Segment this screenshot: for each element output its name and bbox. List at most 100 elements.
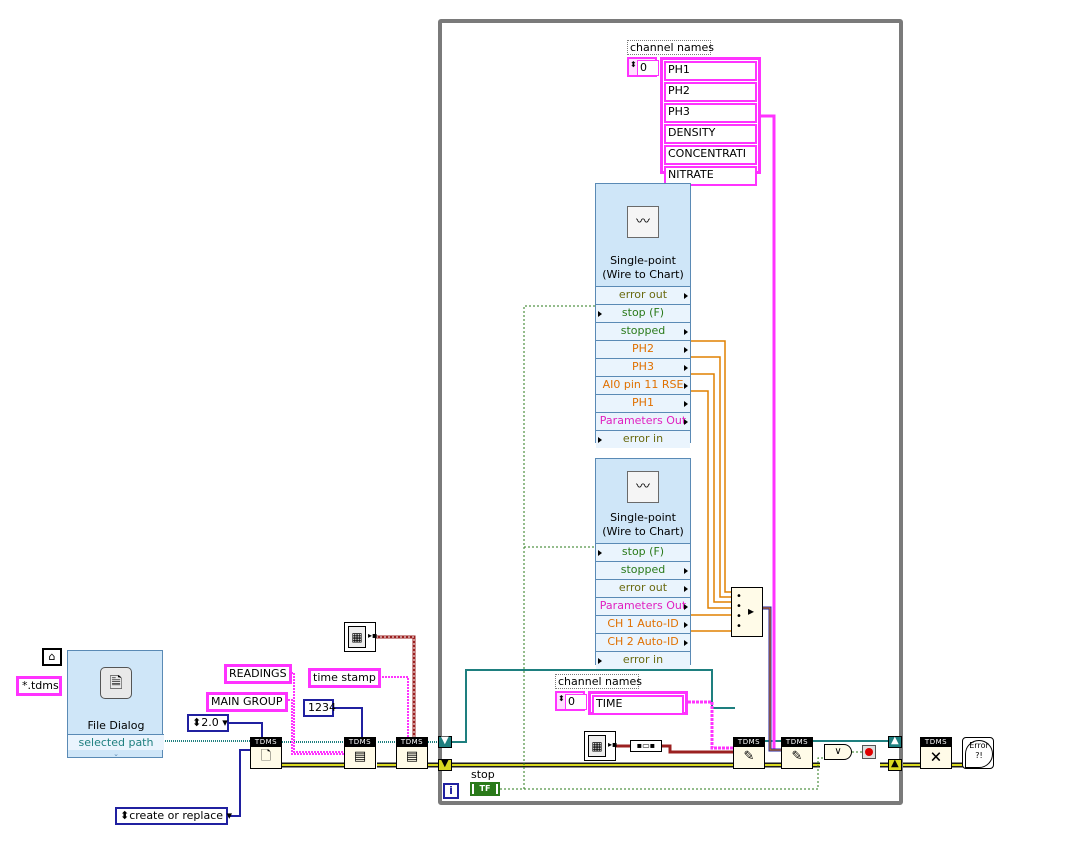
build-waveform-node[interactable]: ▪▭▪ (630, 740, 662, 752)
index-value[interactable]: 0 (637, 60, 659, 76)
channel-names-top-array[interactable]: PH1 PH2 PH3 DENSITY CONCENTRATI NITRATE (660, 57, 761, 186)
daq-assistant-icon: 〰 (627, 206, 659, 238)
or-function[interactable]: ∨ (824, 744, 852, 760)
error-in-tunnel[interactable]: ▼ (438, 758, 452, 771)
clock-calendar-icon: ▦ (348, 626, 366, 648)
get-date-time-function[interactable]: ▦ ▸▪ (344, 622, 378, 652)
tdms-close-header: TDMS (921, 738, 951, 747)
terminal-ch2-auto-id[interactable]: CH 2 Auto-ID (596, 633, 690, 651)
terminal-ph3[interactable]: PH3 (596, 358, 690, 376)
array-element[interactable]: DENSITY (664, 124, 757, 144)
file-dialog-title: File Dialog (87, 719, 145, 732)
tdms-open-header: TDMS (251, 738, 281, 747)
close-file-icon: 🗙 (931, 749, 941, 764)
channel-names-bottom-index[interactable]: ⬍ 0 (555, 691, 587, 711)
build-array-icon: •••• (736, 591, 742, 632)
build-array-output-icon: ▸ (748, 604, 755, 618)
output-arrow-icon-2: ▸▪ (608, 740, 618, 749)
channel-names-top-index[interactable]: ⬍ 0 (627, 57, 659, 77)
numeric-constant[interactable]: 1234 (303, 699, 336, 717)
path-out-tunnel[interactable]: ▲ (888, 735, 902, 748)
terminal-ch1-auto-id[interactable]: CH 1 Auto-ID (596, 615, 690, 633)
daq-assistant-express-vi-2[interactable]: 〰 Single-point (Wire to Chart) stop (F) … (595, 458, 691, 669)
home-path-constant[interactable]: ⌂ (42, 648, 62, 666)
loop-condition-terminal[interactable] (862, 745, 876, 759)
tdms-set-properties-group-node[interactable]: TDMS ▤ (344, 737, 376, 769)
array-element-time[interactable]: TIME (592, 695, 684, 715)
tdms-write-header-2: TDMS (782, 738, 812, 747)
index-arrows-icon-2: ⬍ (558, 694, 565, 703)
express-vi-subtitle-2: (Wire to Chart) (602, 525, 684, 538)
array-element[interactable]: PH3 (664, 103, 757, 123)
terminal-ai0[interactable]: AI0 pin 11 RSE (596, 376, 690, 394)
terminal-error-in[interactable]: error in (596, 430, 690, 448)
daq-assistant-icon-2: 〰 (627, 471, 659, 503)
properties-icon: ▤ (353, 749, 367, 764)
terminal-stop[interactable]: stop (F) (596, 304, 690, 322)
pencil-icon-2: ✎ (791, 749, 803, 764)
terminal-error-out-2[interactable]: error out (596, 579, 690, 597)
tdms-close-node[interactable]: TDMS 🗙 (920, 737, 952, 769)
error-out-tunnel[interactable]: ▲ (888, 758, 902, 771)
channel-names-top-label: channel names (627, 40, 714, 55)
readings-string-constant[interactable]: READINGS (224, 664, 292, 684)
array-element[interactable]: NITRATE (664, 166, 757, 186)
array-element[interactable]: PH2 (664, 82, 757, 102)
terminal-parameters-out[interactable]: Parameters Out (596, 412, 690, 430)
terminal-error-in-2[interactable]: error in (596, 651, 690, 669)
version-ring-arrows-icon: ⬍ (192, 716, 202, 729)
tunnel-arrow-icon-4: ▲ (891, 758, 899, 769)
operation-enum-constant[interactable]: ⬍create or replace ▾ (115, 807, 232, 825)
tdms-open-node[interactable]: TDMS🗋 (250, 737, 282, 769)
terminal-stop-2[interactable]: stop (F) (596, 543, 690, 561)
terminal-ph2[interactable]: PH2 (596, 340, 690, 358)
terminal-stopped[interactable]: stopped (596, 322, 690, 340)
properties-icon-2: ▤ (405, 749, 419, 764)
array-element[interactable]: CONCENTRATI (664, 145, 757, 165)
iteration-terminal[interactable]: i (443, 783, 459, 799)
express-vi-subtitle-1: (Wire to Chart) (602, 268, 684, 281)
error-handler-icon: Error ?! (965, 740, 993, 768)
terminal-ph1[interactable]: PH1 (596, 394, 690, 412)
express-vi-title-1: Single-point (610, 254, 676, 267)
time-stamp-string-constant[interactable]: time stamp (308, 668, 381, 688)
express-vi-title-2: Single-point (610, 511, 676, 524)
index-arrows-icon: ⬍ (630, 60, 637, 69)
enum-arrows-icon: ⬍ (120, 809, 130, 822)
express-vi-header-2: 〰 Single-point (Wire to Chart) (596, 459, 690, 543)
operation-value: create or replace (129, 809, 224, 822)
file-dialog-express-vi[interactable]: 🗎 File Dialog selected path ⌄ (67, 650, 164, 758)
terminal-stopped-2[interactable]: stopped (596, 561, 690, 579)
channel-names-bottom-array[interactable]: TIME (588, 691, 688, 715)
stop-boolean-terminal[interactable]: TF (470, 782, 500, 796)
terminal-error-out[interactable]: error out (596, 286, 690, 304)
version-ring-constant[interactable]: ⬍2.0 ▾ (187, 714, 229, 732)
clock-calendar-icon-2: ▦ (588, 735, 606, 757)
tunnel-arrow-icon-2: ▼ (441, 758, 449, 769)
array-element[interactable]: PH1 (664, 61, 757, 81)
file-dialog-icon: 🗎 (100, 667, 132, 699)
get-date-time-function-2[interactable]: ▦ ▸▪ (584, 731, 618, 761)
build-array-function[interactable]: •••• ▸ (731, 587, 763, 637)
expand-arrow-icon[interactable]: ⌄ (113, 750, 119, 758)
output-arrow-icon: ▸▪ (368, 631, 378, 640)
path-in-tunnel[interactable]: ▼ (438, 735, 452, 748)
main-group-string-constant[interactable]: MAIN GROUP (206, 692, 288, 712)
simple-error-handler[interactable]: Error ?! (962, 737, 994, 769)
version-value: 2.0 (201, 716, 219, 729)
tunnel-arrow-icon-3: ▲ (891, 735, 899, 746)
index-value-2[interactable]: 0 (565, 694, 587, 710)
while-loop[interactable] (438, 19, 903, 805)
tdms-set-properties-node[interactable]: TDMS▤ (396, 737, 428, 769)
pattern-string-constant[interactable]: *.tdms (16, 676, 62, 696)
tdms-write-node-1[interactable]: TDMS✎ (733, 737, 765, 769)
selected-path-terminal[interactable]: selected path (68, 734, 164, 750)
express-vi-header: 〰 Single-point (Wire to Chart) (596, 184, 690, 286)
tunnel-arrow-icon: ▼ (441, 735, 449, 746)
stop-terminal-text: TF (474, 784, 496, 794)
daq-assistant-express-vi-1[interactable]: 〰 Single-point (Wire to Chart) error out… (595, 183, 691, 448)
pencil-icon: ✎ (743, 749, 755, 764)
terminal-parameters-out-2[interactable]: Parameters Out (596, 597, 690, 615)
tdms-set-properties-header: TDMS (345, 738, 375, 747)
tdms-write-node-2[interactable]: TDMS ✎ (781, 737, 813, 769)
